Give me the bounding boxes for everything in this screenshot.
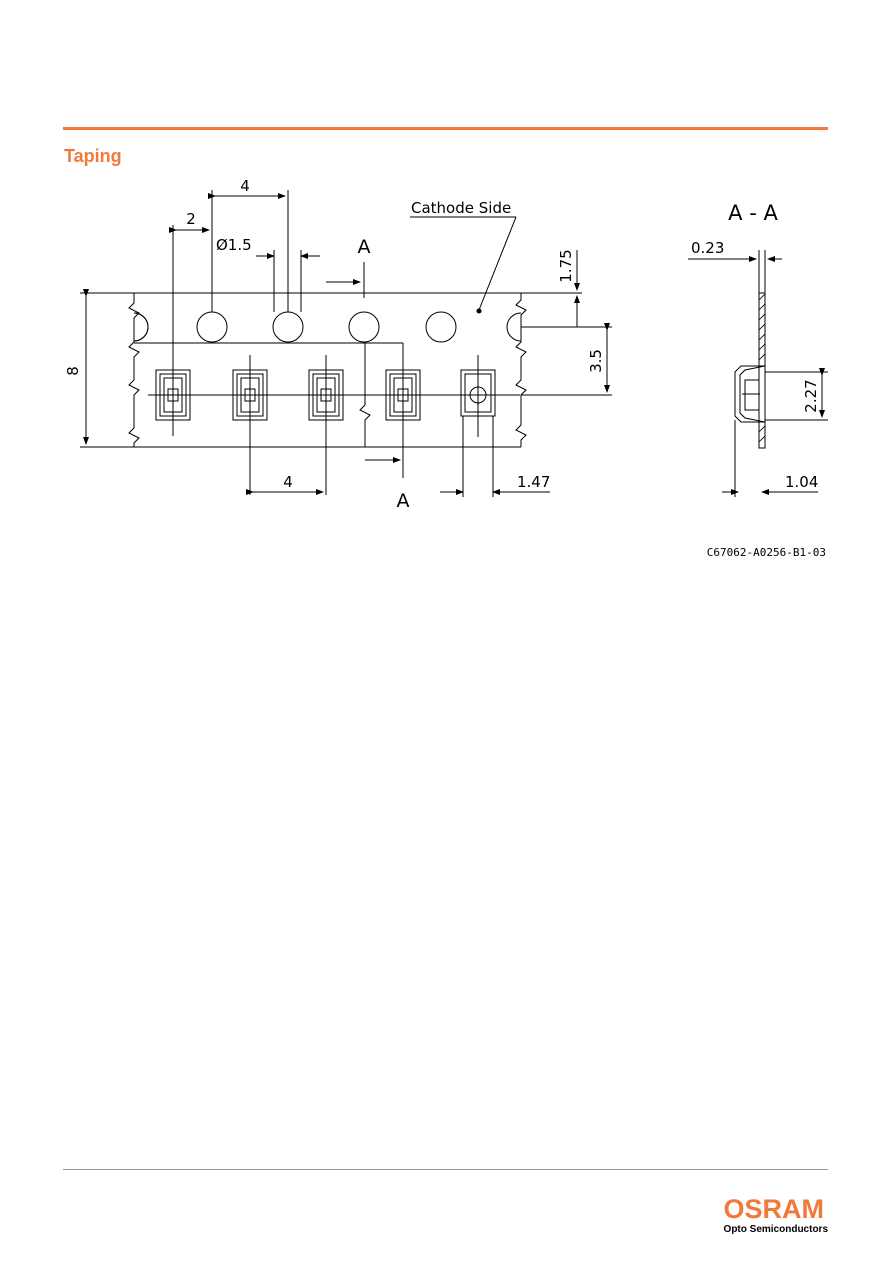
dim-pitch-top-label: 4 xyxy=(240,177,250,195)
dim-edge-hole-label: 1.75 xyxy=(557,249,575,282)
sprocket-hole xyxy=(133,312,149,342)
tape-break-middle xyxy=(359,395,371,447)
pocket xyxy=(155,360,191,436)
tape-break-right xyxy=(515,293,527,447)
dim-pocket-width-label: 1.47 xyxy=(517,473,550,491)
brand-wordmark: OSRAM xyxy=(723,1194,825,1224)
sprocket-hole xyxy=(348,311,380,343)
section-marker-bottom: A xyxy=(397,490,410,512)
dim-pocket-depth-label: 2.27 xyxy=(802,379,820,412)
sprocket-hole xyxy=(425,311,457,343)
brand-subtitle: Opto Semiconductors xyxy=(723,1224,828,1235)
dim-component-label: 1.04 xyxy=(785,473,818,491)
tape-break-left xyxy=(128,293,140,447)
sprocket-hole-partial-left xyxy=(133,312,149,342)
pocket xyxy=(385,369,421,421)
cathode-marker-dot xyxy=(476,308,482,314)
osram-logo: OSRAM Opto Semiconductors xyxy=(723,1194,828,1236)
taping-drawing: 4 2 Ø1.5 A A Cathode Side 1.75 3.5 8 4 1… xyxy=(64,177,828,512)
pocket xyxy=(308,355,344,495)
document-id: C67062-A0256-B1-03 xyxy=(706,546,826,559)
sprocket-hole xyxy=(272,311,304,343)
dim-pitch-bottom-label: 4 xyxy=(283,473,293,491)
dim-hole-diameter-label: Ø1.5 xyxy=(216,236,252,254)
header-rule xyxy=(63,127,828,130)
section-title: Taping xyxy=(64,146,122,166)
dim-thickness-label: 0.23 xyxy=(691,239,724,257)
dim-tape-width-label: 8 xyxy=(64,366,82,376)
section-view-drawing xyxy=(734,250,766,497)
pocket-empty xyxy=(460,355,496,497)
section-marker-top: A xyxy=(358,236,371,258)
sprocket-hole xyxy=(196,311,228,343)
dim-half-pitch-label: 2 xyxy=(186,210,196,228)
section-view-title: A - A xyxy=(728,201,778,225)
footer-rule xyxy=(63,1169,828,1170)
sprocket-hole-partial-right xyxy=(506,312,522,342)
dim-row-distance-label: 3.5 xyxy=(587,349,605,373)
cathode-side-label: Cathode Side xyxy=(411,199,511,217)
pocket xyxy=(232,355,268,495)
